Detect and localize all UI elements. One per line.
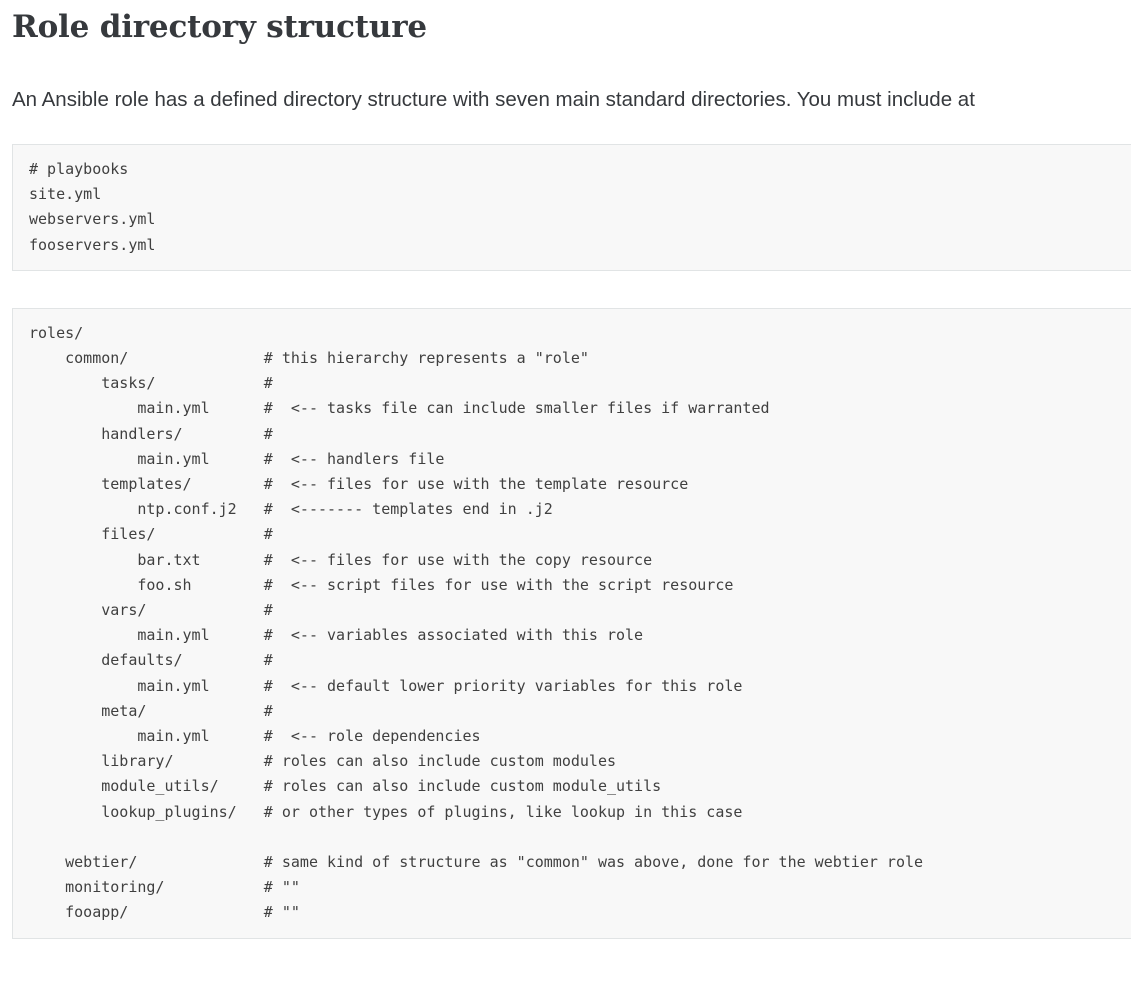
code-block-role-directory-structure: roles/ common/ # this hierarchy represen… <box>12 307 1131 939</box>
code-block-role-directory-structure-content: roles/ common/ # this hierarchy represen… <box>29 323 924 922</box>
code-block-playbooks-content: # playbooks site.yml webservers.yml foos… <box>29 160 156 254</box>
page-title: Role directory structure <box>12 9 427 45</box>
intro-paragraph: An Ansible role has a defined directory … <box>12 88 975 111</box>
code-block-playbooks: # playbooks site.yml webservers.yml foos… <box>12 144 1131 271</box>
